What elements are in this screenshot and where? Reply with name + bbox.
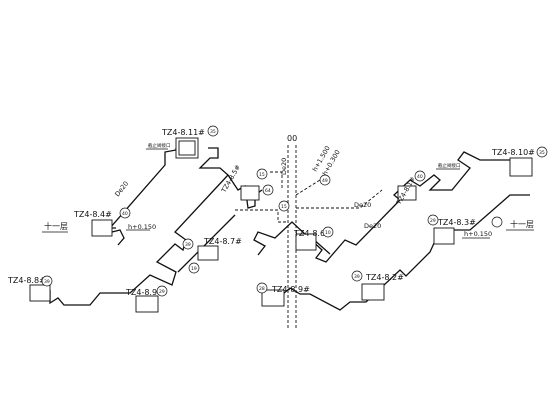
callout-u88 [41,275,53,287]
label-de20-center: De20 [354,201,371,209]
tag-u89: TZ4-8.9# [125,288,164,297]
radiator-u88 [29,284,51,302]
pipe-left-branch [177,214,236,273]
callout-u81 [414,170,426,182]
callout-u89b-num: 28 [259,286,265,292]
riser-branch-left [235,209,288,223]
label-level-left: 十一层 [44,221,68,231]
riser-top-label: 00 [287,134,297,143]
tag-u810: TZ4-8.10# [491,148,535,157]
label-level-right: 十一层 [510,219,534,229]
callout-u83-num: 29 [430,218,436,224]
callout-u810 [536,146,548,158]
pipe-left-main [49,147,229,306]
tag-u84: TZ4-8.4# [73,210,112,219]
radiator-u89 [135,295,159,313]
radiator-u86 [295,233,317,251]
callout-u89-num: 29 [159,289,165,295]
callout-u87 [182,238,194,250]
radiator-u83 [433,227,455,245]
label-de20-riser: De20 [280,158,288,175]
radiator-u87 [197,245,219,261]
riser-branch-top [270,171,283,190]
callout-u81-num: 40 [417,174,423,180]
label-de20-left: De20 [113,180,130,199]
callout-u86-num: 10 [325,230,331,236]
callout-19-num: 19 [191,266,197,272]
callout-u89 [156,285,168,297]
label-h-right: h+0.150 [464,230,492,238]
callout-64 [262,184,274,196]
callout-u84 [119,207,131,219]
radiator-u81 [397,185,417,201]
callout-u810-num: 35 [539,150,545,156]
callout-u84-num: 40 [122,211,128,217]
callout-15-num: 15 [281,204,287,210]
callout-u11 [207,125,219,137]
radiator-u810 [509,157,533,177]
callout-u85 [256,168,268,180]
callout-19 [188,262,200,274]
callout-u87-num: 39 [185,242,191,248]
callout-u86 [322,226,334,238]
radiator-u82 [361,283,385,301]
tag-u86: TZ4-8.6# [293,229,332,238]
callout-u89b [256,282,268,294]
callout-u82-num: 39 [354,274,360,280]
radiator-u84 [91,219,113,237]
tag-u82: TZ4-8.2# [365,273,404,282]
radiator-u11-inner [178,140,196,156]
label-h-left: h+0.150 [128,223,156,231]
riser-branch-right [296,189,383,209]
callout-u83 [427,214,439,226]
label-de20-center2: De20 [364,222,381,230]
callout-49 [319,174,331,186]
tag-u11: TZ4-8.11# [161,128,205,137]
radiator-u89b [261,289,285,307]
pipe-right-main [253,151,530,263]
valve-note-right: 截止阀接口 [438,162,461,169]
callout-15 [278,200,290,212]
callout-u11-num: 35 [210,129,216,135]
callout-u82 [351,270,363,282]
callout-49-num: 49 [322,178,328,184]
riser-branch-top-right [295,179,321,196]
radiator-u85 [240,185,260,201]
callout-u88-num: 39 [44,279,50,285]
tag-u88: TZ4-8.8# [7,276,46,285]
tag-u87: TZ4-8.7# [203,237,242,246]
valve-note-left: 截止阀接口 [148,142,171,149]
tag-u89b: TZ4-8.9# [271,285,310,294]
callout-right-extra [491,216,503,228]
tag-u83: TZ4-8.3# [437,218,476,227]
pipe-right-lower [262,194,530,311]
callout-u85-num: 15 [259,172,265,178]
callout-64-num: 64 [265,188,271,194]
